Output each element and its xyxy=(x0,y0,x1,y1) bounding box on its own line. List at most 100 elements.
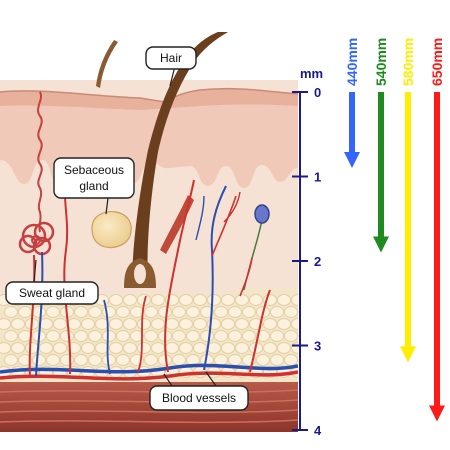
fat-cell xyxy=(179,294,193,306)
wavelength-label: 540mm xyxy=(373,38,389,86)
sebaceous-label-line2: gland xyxy=(79,179,108,193)
fat-cell xyxy=(193,318,207,330)
fat-cell xyxy=(0,342,11,354)
fat-cell xyxy=(221,294,235,306)
fat-cell xyxy=(46,354,60,366)
skin-cross-section xyxy=(0,32,298,432)
fat-cell xyxy=(123,318,137,330)
sweat-gland xyxy=(18,91,55,256)
blood-vessel-network xyxy=(0,175,298,381)
fat-cell xyxy=(291,342,298,354)
fat-cell xyxy=(67,318,81,330)
hair-strand xyxy=(96,40,118,88)
depth-tick-label: 2 xyxy=(314,254,321,269)
fat-cell xyxy=(172,330,186,342)
fat-cell xyxy=(193,342,207,354)
wavelength-arrow-head xyxy=(344,152,360,169)
fat-cell xyxy=(53,318,67,330)
arrector-muscle xyxy=(160,195,194,254)
fat-cell xyxy=(46,330,60,342)
blood-vessels-label: Blood vessels xyxy=(162,391,236,405)
wavelength-arrow-head xyxy=(400,346,416,363)
fat-cell xyxy=(102,306,116,318)
fat-cell xyxy=(11,318,25,330)
fat-cell xyxy=(186,306,200,318)
depth-axis-unit: mm xyxy=(300,66,323,81)
fat-cell xyxy=(270,330,284,342)
fat-cell xyxy=(256,330,270,342)
fat-cell xyxy=(18,354,32,366)
hair-label: Hair xyxy=(160,51,182,65)
sebaceous-gland xyxy=(91,211,132,249)
depth-tick-label: 0 xyxy=(314,85,321,100)
fat-cell xyxy=(46,306,60,318)
fat-cell xyxy=(179,318,193,330)
fat-cell xyxy=(60,354,74,366)
fat-cell xyxy=(53,342,67,354)
fat-cell xyxy=(60,330,74,342)
sweat-gland-label: Sweat gland xyxy=(19,286,85,300)
wavelength-label: 440mm xyxy=(344,38,360,86)
fat-cell xyxy=(214,354,228,366)
fat-cell xyxy=(11,342,25,354)
depth-tick-label: 3 xyxy=(314,339,321,354)
fat-cell xyxy=(95,342,109,354)
blood-vessels-callout: Blood vessels xyxy=(149,371,249,411)
fat-cell xyxy=(235,318,249,330)
fat-cell xyxy=(221,318,235,330)
wavelength-arrow-shaft xyxy=(434,92,440,408)
fat-cell xyxy=(151,318,165,330)
fat-cell xyxy=(228,354,242,366)
fat-cell xyxy=(74,306,88,318)
fat-cell xyxy=(0,318,11,330)
fat-cell xyxy=(74,354,88,366)
wavelength-label: 580mm xyxy=(400,38,416,86)
fat-cell xyxy=(228,306,242,318)
fat-cell xyxy=(214,306,228,318)
fat-cell xyxy=(172,306,186,318)
fat-cell xyxy=(81,318,95,330)
fat-cell xyxy=(116,306,130,318)
fat-cell xyxy=(270,354,284,366)
fat-cell xyxy=(221,342,235,354)
fat-cell xyxy=(200,330,214,342)
fat-cell xyxy=(263,342,277,354)
fat-cell xyxy=(284,330,298,342)
fat-cell xyxy=(179,342,193,354)
fat-cell xyxy=(109,342,123,354)
fat-cell xyxy=(102,330,116,342)
fat-cell xyxy=(32,354,46,366)
fat-cell xyxy=(74,330,88,342)
fat-cell xyxy=(172,354,186,366)
fat-cell xyxy=(123,342,137,354)
fat-cell xyxy=(32,306,46,318)
hair-callout: Hair xyxy=(145,46,197,87)
fat-cell xyxy=(263,318,277,330)
wavelength-label: 650mm xyxy=(429,38,445,86)
fat-cell xyxy=(277,318,291,330)
fat-cell xyxy=(291,318,298,330)
fat-cell xyxy=(88,306,102,318)
fat-cell xyxy=(4,306,18,318)
fat-cell xyxy=(130,330,144,342)
fat-cell xyxy=(165,318,179,330)
wavelength-arrow-shaft xyxy=(378,92,384,239)
fat-cell xyxy=(39,318,53,330)
fat-cell xyxy=(235,294,249,306)
fat-cell xyxy=(235,342,249,354)
fat-cell xyxy=(116,354,130,366)
wavelength-arrow-head xyxy=(373,236,389,253)
fat-cell xyxy=(284,306,298,318)
fat-cell xyxy=(88,354,102,366)
fat-cell xyxy=(81,342,95,354)
fat-cell xyxy=(277,342,291,354)
fat-cell xyxy=(277,294,291,306)
fat-cell xyxy=(284,354,298,366)
fat-cell xyxy=(200,306,214,318)
wavelength-arrow-shaft xyxy=(405,92,411,349)
wavelength-arrows: 440mm 540mm 580mm 650mm xyxy=(344,38,445,422)
fat-cell xyxy=(158,306,172,318)
depth-tick-label: 4 xyxy=(314,423,322,438)
sebaceous-label-line1: Sebaceous xyxy=(64,163,124,177)
